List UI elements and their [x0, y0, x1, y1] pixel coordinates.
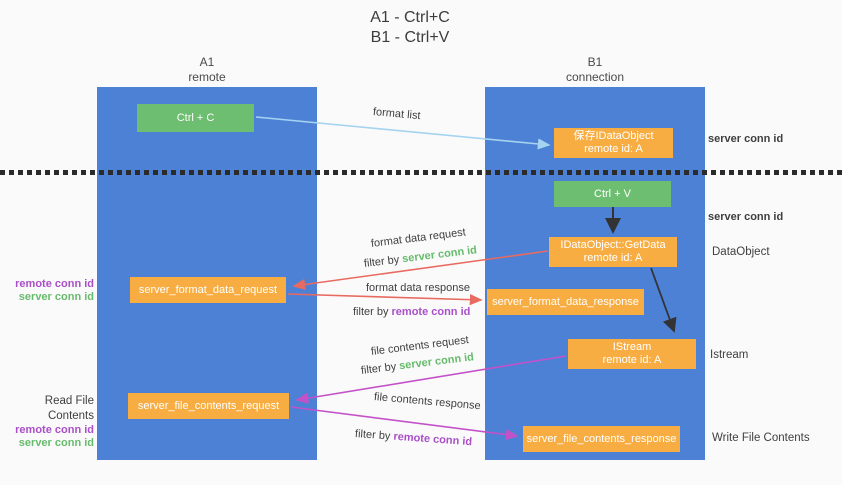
filter-by-text: filter by	[360, 360, 400, 377]
copy-paste-divider-line	[0, 170, 842, 175]
istream-line1: IStream	[612, 341, 652, 353]
istream-line2: remote id: A	[602, 354, 662, 366]
lane-b1-role: connection	[565, 70, 625, 84]
format-request-id-annotations: remote conn id server conn id	[0, 278, 94, 304]
istream-node: IStream remote id: A	[568, 339, 696, 369]
format-data-response-filter-label: filter by remote conn id	[353, 306, 470, 318]
server-conn-id-text: server conn id	[398, 351, 475, 373]
server-file-contents-request-label: server_file_contents_request	[137, 399, 280, 412]
file-contents-response-filter-label: filter by remote conn id	[355, 428, 473, 448]
server-conn-id-annotation-mid: server conn id	[708, 211, 784, 223]
lane-header-b1: B1 connection	[485, 55, 705, 85]
remote-conn-id-annotation: remote conn id	[15, 278, 94, 290]
lane-header-a1: A1 remote	[97, 55, 317, 85]
ctrl-c-node: Ctrl + C	[137, 104, 254, 132]
server-file-contents-request-node: server_file_contents_request	[128, 393, 289, 419]
server-format-data-request-node: server_format_data_request	[130, 277, 286, 303]
write-file-contents-annotation: Write File Contents	[712, 432, 810, 444]
dataobject-annotation: DataObject	[712, 246, 770, 258]
file-request-id-annotations: Read File Contents remote conn id server…	[0, 394, 94, 450]
filter-by-text: filter by	[354, 428, 394, 443]
title-line-1: A1 - Ctrl+C	[370, 9, 450, 26]
server-conn-id-annotation-top: server conn id	[708, 133, 784, 145]
server-conn-id-annotation: server conn id	[18, 291, 94, 303]
read-file-contents-annotation: Read File Contents	[44, 395, 94, 422]
lane-a1-role: remote	[188, 70, 226, 84]
ctrl-v-label: Ctrl + V	[594, 187, 631, 200]
filter-by-text: filter by	[353, 306, 392, 318]
server-format-data-request-label: server_format_data_request	[138, 283, 278, 296]
remote-conn-id-text: remote conn id	[393, 430, 473, 449]
remote-conn-id-text: remote conn id	[391, 306, 471, 318]
save-idataobject-node: 保存IDataObject remote id: A	[554, 128, 673, 158]
remote-conn-id-annotation: remote conn id	[15, 424, 94, 436]
istream-annotation: Istream	[710, 349, 749, 361]
server-conn-id-annotation: server conn id	[18, 437, 94, 449]
server-file-contents-response-label: server_file_contents_response	[526, 432, 677, 445]
lane-a1-name: A1	[199, 55, 215, 69]
server-format-data-response-node: server_format_data_response	[487, 289, 644, 315]
format-list-label: format list	[372, 106, 422, 123]
diagram-title: A1 - Ctrl+C B1 - Ctrl+V	[330, 8, 490, 48]
ctrl-c-label: Ctrl + C	[176, 111, 215, 124]
file-contents-response-label: file contents response	[373, 391, 482, 413]
save-idataobject-line2: remote id: A	[584, 143, 643, 155]
ctrl-v-node: Ctrl + V	[554, 181, 671, 207]
server-format-data-response-label: server_format_data_response	[492, 295, 639, 308]
server-file-contents-response-node: server_file_contents_response	[523, 426, 680, 452]
idataobject-getdata-node: IDataObject::GetData remote id: A	[549, 237, 677, 267]
lane-b1-name: B1	[587, 55, 603, 69]
save-idataobject-line1: 保存IDataObject	[573, 130, 654, 142]
getdata-line2: remote id: A	[583, 252, 643, 264]
title-line-2: B1 - Ctrl+V	[370, 29, 450, 46]
server-conn-id-text: server conn id	[401, 244, 478, 266]
filter-by-text: filter by	[363, 253, 403, 270]
format-data-response-label: format data response	[366, 282, 470, 294]
getdata-line1: IDataObject::GetData	[560, 239, 666, 251]
